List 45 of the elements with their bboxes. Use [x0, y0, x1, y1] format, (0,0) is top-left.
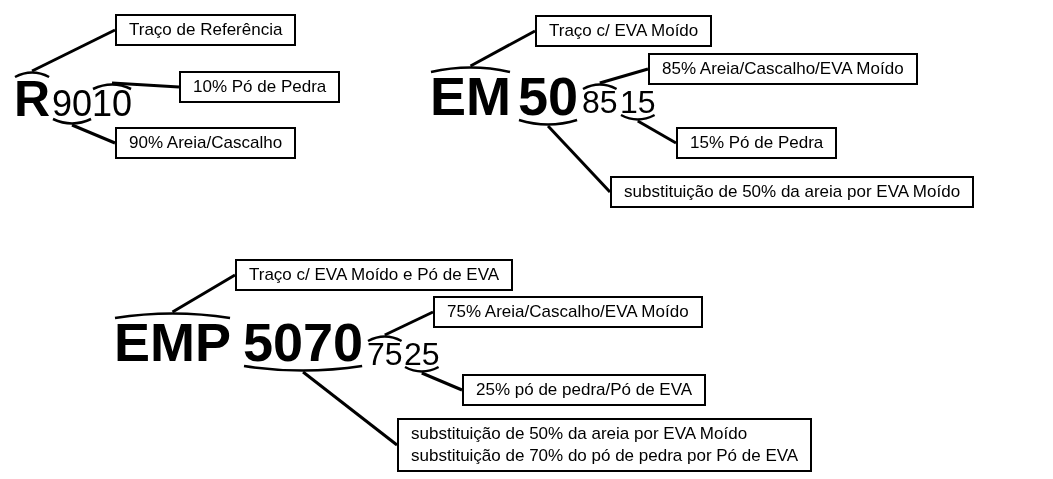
callout-text: substituição de 50% da areia por EVA Moído	[411, 423, 749, 445]
leader-line	[384, 310, 434, 337]
subscript-digits: 90	[52, 86, 93, 122]
callout-box	[115, 127, 297, 159]
callout-box	[535, 15, 713, 47]
subscript-digits: 25	[404, 338, 440, 370]
leader-line	[469, 29, 536, 68]
leader-line	[171, 273, 236, 314]
leader-line	[599, 67, 649, 85]
callout-text: Traço de Referência	[129, 19, 283, 41]
leader-line	[31, 28, 116, 73]
callout-text: Traço c/ EVA Moído	[549, 20, 699, 42]
callout-text: 10% Pó de Pedra	[193, 76, 327, 98]
leader-line	[111, 81, 180, 89]
callout-box	[433, 296, 703, 328]
subscript-digits: 15	[620, 86, 656, 118]
callout-box	[115, 14, 297, 46]
subscript-digits: 75	[367, 338, 403, 370]
leader-line	[302, 370, 398, 447]
callout-box	[179, 71, 341, 103]
callout-box	[397, 418, 813, 472]
callout-text: substituição de 50% da areia por EVA Moído	[624, 181, 961, 203]
subscript-digits: 85	[582, 86, 618, 118]
callout-box	[676, 127, 838, 159]
callout-text: 25% pó de pedra/Pó de EVA	[476, 379, 693, 401]
leader-line	[546, 124, 612, 194]
callout-box	[235, 259, 514, 291]
callout-text: Traço c/ EVA Moído e Pó de EVA	[249, 264, 500, 286]
subscript-digits: 10	[92, 86, 133, 122]
callout-text: 90% Areia/Cascalho	[129, 132, 283, 154]
code-text: 5070	[243, 315, 364, 369]
callout-box	[610, 176, 975, 208]
leader-line	[71, 123, 116, 145]
code-text: 50	[518, 69, 579, 123]
callout-box	[648, 53, 918, 85]
callout-text: substituição de 70% do pó de pedra por Pó de EVA	[411, 445, 799, 467]
callout-text: 15% Pó de Pedra	[690, 132, 824, 154]
callout-box	[462, 374, 707, 406]
leader-line	[421, 371, 463, 392]
code-text: EM	[430, 69, 511, 123]
leader-line	[637, 119, 677, 145]
callout-text: 75% Areia/Cascalho/EVA Moído	[447, 301, 689, 323]
code-text: EMP	[114, 315, 232, 369]
callout-text: 85% Areia/Cascalho/EVA Moído	[662, 58, 904, 80]
code-text: R	[14, 74, 51, 124]
